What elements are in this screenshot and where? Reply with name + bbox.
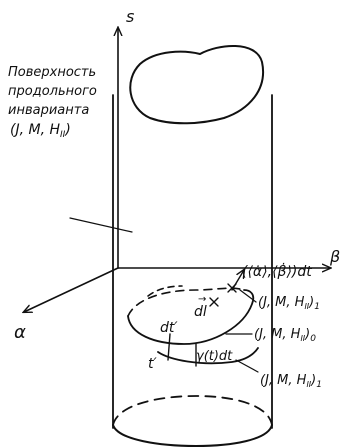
leader-state1a [239, 289, 257, 303]
t-prime-label: t′ [148, 356, 157, 372]
leader-surface [69, 217, 133, 233]
mid-cross-section-hidden [127, 287, 245, 317]
bottom-ellipse-visible [112, 424, 273, 447]
orbit-segment-dashed [147, 285, 183, 297]
gamma-dt-label: γ(t)dt [196, 349, 233, 364]
velocity-arrow [231, 270, 244, 291]
surface-label-line1: Поверхность [8, 65, 96, 80]
bottom-ellipse-hidden [112, 395, 273, 426]
s-axis-label: s [126, 7, 134, 26]
displaced-curve [157, 347, 259, 365]
alpha-axis-label: α [14, 322, 26, 343]
mid-cross-section-visible [127, 289, 255, 345]
dt-prime-label: dt′ [160, 320, 178, 336]
state-1b-label: (J, M, HII)1 [260, 373, 322, 390]
surface-label-line3: инварианта [8, 103, 89, 118]
state-0-label: (J, M, HII)0 [254, 327, 316, 344]
dl-label: dl [194, 304, 207, 320]
dl-cross [209, 297, 219, 307]
state-1a-label: (J, M, HII)1 [258, 295, 320, 312]
top-cross-section [129, 45, 265, 125]
beta-axis-label: β [329, 247, 340, 266]
surface-label-line4: (J, M, HII) [10, 122, 71, 140]
velocity-label: (⟨α̇⟩,⟨β̇⟩)dt [242, 262, 312, 280]
leader-state1b [235, 359, 259, 373]
surface-label-line2: продольного [8, 84, 97, 99]
alpha-axis [24, 267, 119, 312]
displacement-dt [167, 333, 171, 361]
dl-arrow-mark: → [198, 294, 206, 305]
